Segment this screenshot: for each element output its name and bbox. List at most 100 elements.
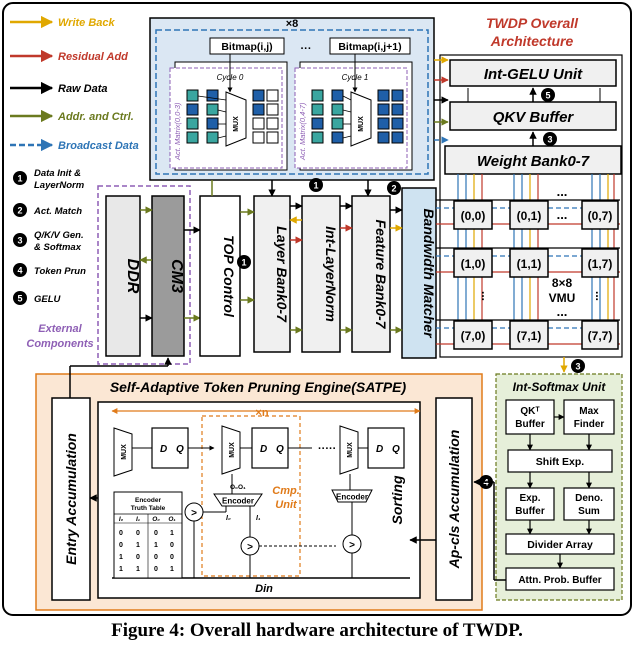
step-1-badge <box>13 171 27 185</box>
bitmap-panel: ×8 Bitmap(i,j) Bitmap(i,j+1) ··· Cycle 0… <box>149 17 435 181</box>
marker-3-top-number: 3 <box>547 135 552 145</box>
dff-n-q: Q <box>392 444 400 455</box>
cell <box>266 89 279 102</box>
cycle-1-input-cells <box>311 89 344 144</box>
layer-bank-label: Layer Bank0-7 <box>274 226 290 323</box>
weight-bank-label: Weight Bank0-7 <box>477 153 590 170</box>
satpe-mux-1 <box>113 427 133 477</box>
pe-1-7 <box>581 248 619 278</box>
satpe-mux-2 <box>221 425 241 475</box>
pe-0-1 <box>509 200 549 230</box>
truth-table-cell: 0 <box>136 530 140 537</box>
vmu-label: VMU <box>549 291 576 305</box>
int-gelu-label: Int-GELU Unit <box>484 66 583 83</box>
step-3-text-line1: Q/K/V Gen. <box>34 230 84 241</box>
cell <box>186 89 199 102</box>
cmp-unit-label-1: Cmp. <box>272 485 300 497</box>
step-3-text-line2: & Softmax <box>34 242 82 253</box>
pe-7-1 <box>509 320 549 350</box>
legend-step-1: 1 Data Init & LayerNorm <box>13 168 85 191</box>
satpe-mux-1-label: MUX <box>121 444 128 460</box>
cell <box>206 89 219 102</box>
qkt-buffer-label-2: Buffer <box>515 419 545 430</box>
cell <box>266 117 279 130</box>
comparator-n-symbol: > <box>349 540 355 551</box>
step-3-number: 3 <box>17 236 22 246</box>
marker-3-bottom-number: 3 <box>575 362 580 372</box>
marker-3-top <box>543 132 557 146</box>
truth-table-header-cell: I₁ <box>136 516 140 523</box>
qkv-buffer-label: QKV Buffer <box>493 109 575 126</box>
dff-2-d: D <box>260 444 267 455</box>
truth-table-cell: 0 <box>154 554 158 561</box>
ddr-block <box>105 195 141 357</box>
pe-0-0-label: (0,0) <box>461 209 486 223</box>
marker-5 <box>541 88 555 102</box>
cmp-unit-frame <box>201 415 301 577</box>
cell <box>331 117 344 130</box>
step-2-badge <box>13 203 27 217</box>
cell <box>311 131 324 144</box>
exp-buffer-label-1: Exp. <box>519 493 540 504</box>
truth-table-cell: 0 <box>119 530 123 537</box>
legend-step-2: 2 Act. Match <box>13 203 82 217</box>
max-finder-label-2: Finder <box>574 419 605 430</box>
step-2-text: Act. Match <box>33 206 82 217</box>
act-matrix-0-label: Act. Matrix(0,0-3) <box>173 102 182 161</box>
truth-table-cell: 1 <box>170 566 174 573</box>
legend-addr-ctrl-label: Addr. and Ctrl. <box>57 111 134 123</box>
attn-prob-buffer-label: Attn. Prob. Buffer <box>518 575 601 586</box>
cell <box>266 131 279 144</box>
sorting-label: Sorting <box>389 475 405 524</box>
satpe-mux-n-label: MUX <box>347 442 354 458</box>
cell <box>186 103 199 116</box>
act-matrix-1-label: Act. Matrix(0,4-7) <box>298 102 307 161</box>
feature-bank-label: Feature Bank0-7 <box>373 220 389 330</box>
bandwidth-matcher-label: Bandwidth Matcher <box>421 208 437 339</box>
legend-step-3: 3 Q/K/V Gen. & Softmax <box>13 230 84 253</box>
int-softmax-title: Int-Softmax Unit <box>513 380 607 394</box>
cell <box>252 117 265 130</box>
marker-1-top-number: 1 <box>313 181 318 191</box>
feature-bank-block <box>351 195 391 353</box>
step-3-badge <box>13 233 27 247</box>
bitmap-ij-box <box>209 37 285 55</box>
cm3-block <box>151 195 185 357</box>
truth-table-header-cell: O₀ <box>152 516 160 523</box>
int-softmax-unit: Int-Softmax Unit QKᵀ Buffer Max Finder S… <box>473 373 623 601</box>
step-1-text-line2: LayerNorm <box>34 180 85 191</box>
cell <box>252 131 265 144</box>
step-5-text: GELU <box>34 294 62 305</box>
architecture-diagram: Write Back Residual Add Raw Data Addr. a… <box>2 2 632 616</box>
bitmap-ij1-label: Bitmap(i,j+1) <box>338 41 401 53</box>
pe-0-7-label: (0,7) <box>588 209 613 223</box>
bitmap-ij-label: Bitmap(i,j) <box>221 41 272 53</box>
pe-1-1 <box>509 248 549 278</box>
encoder-1-label: Encoder <box>222 497 254 506</box>
truth-table-title-2: Truth Table <box>131 505 166 512</box>
pe-1-0 <box>453 248 493 278</box>
marker-3-bottom <box>571 359 585 373</box>
pe-1-7-label: (1,7) <box>588 257 613 271</box>
bitmap-dots: ··· <box>301 43 312 55</box>
external-components-label-line2: Components <box>26 338 93 350</box>
step-5-badge <box>13 291 27 305</box>
legend-broadcast-label: Broadcast Data <box>58 140 139 152</box>
step-1-number: 1 <box>17 174 22 184</box>
marker-5-number: 5 <box>545 91 550 101</box>
figure-caption: Figure 4: Overall hardware architecture … <box>111 620 523 641</box>
legend-raw-data-label: Raw Data <box>58 83 108 95</box>
comparator-2-symbol: > <box>247 542 253 553</box>
dff-2-q: Q <box>276 444 284 455</box>
cell <box>206 117 219 130</box>
max-finder-label-1: Max <box>579 406 599 417</box>
step-4-text: Token Prun <box>34 266 86 277</box>
int-gelu-unit <box>449 59 617 87</box>
marker-1-top <box>309 178 323 192</box>
cell <box>331 103 344 116</box>
cell <box>266 103 279 116</box>
truth-table-cell: 1 <box>136 566 140 573</box>
truth-table-cell: 1 <box>154 542 158 549</box>
